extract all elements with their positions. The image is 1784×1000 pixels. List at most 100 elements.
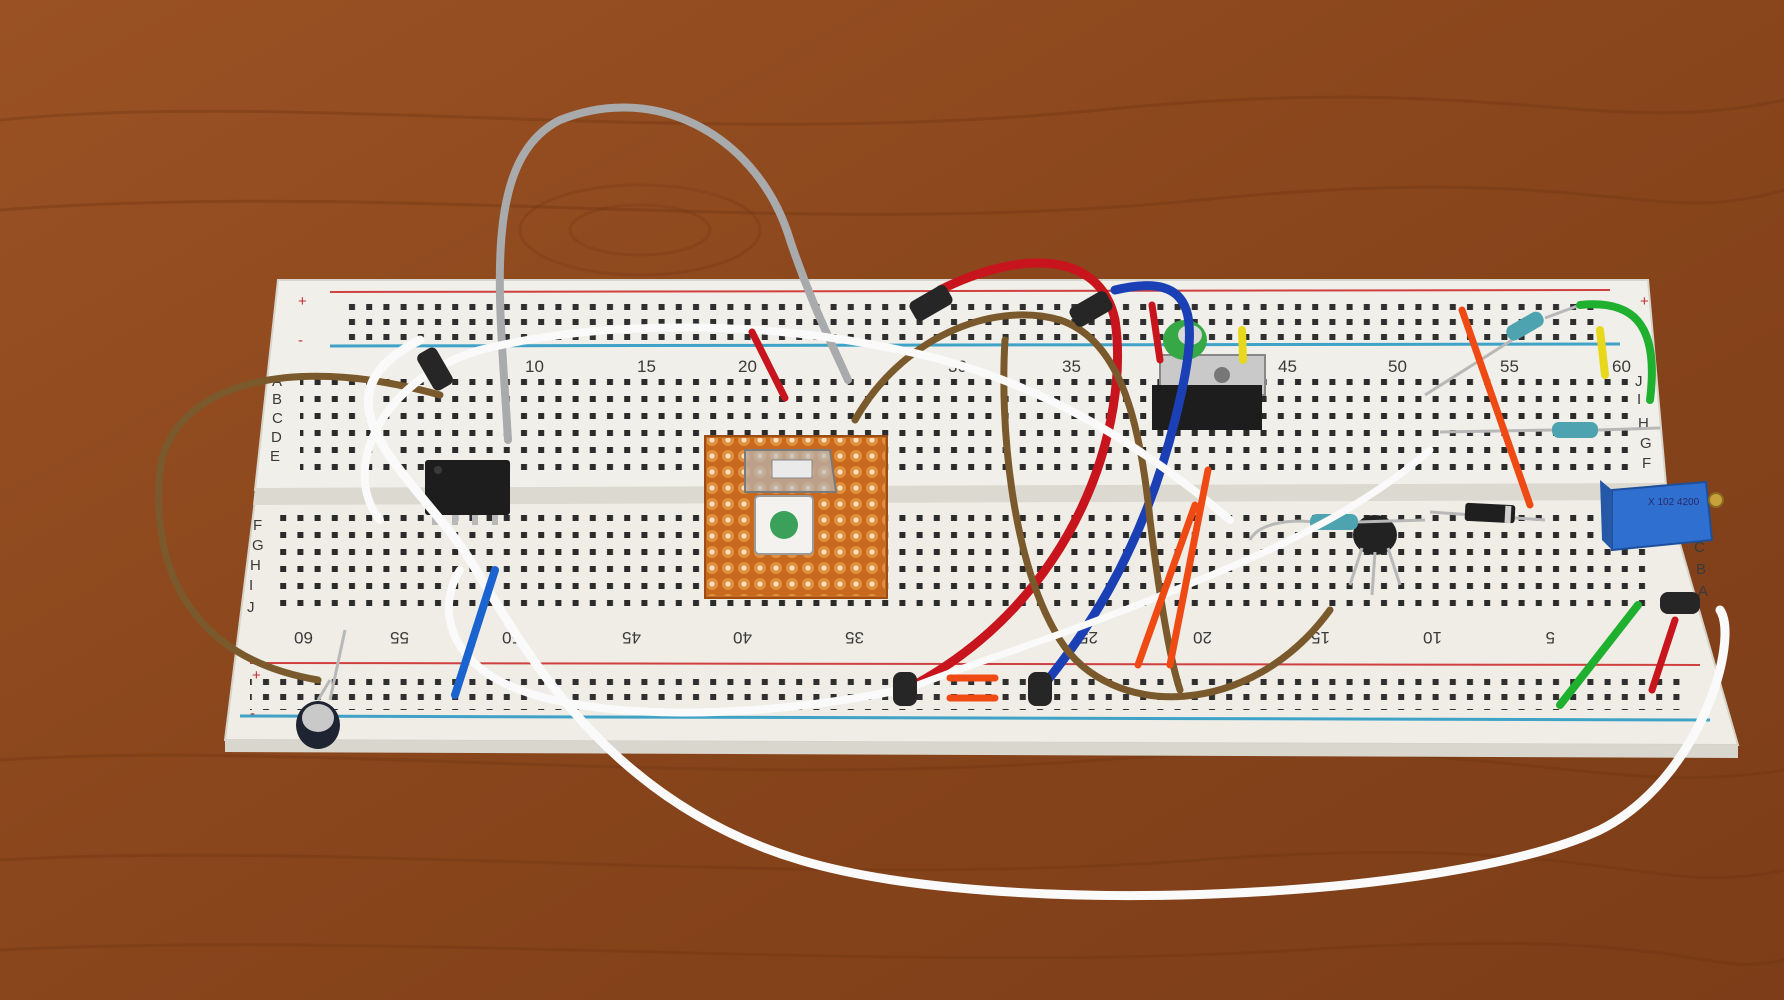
wire-brown-left <box>155 372 444 684</box>
wire-blue-short <box>451 566 499 699</box>
wire-red-short-top <box>748 328 789 402</box>
top-col-label-20: 20 <box>738 357 757 376</box>
wire-yellow-b <box>1596 326 1609 379</box>
top-row-labels-right: J I H G F <box>1635 373 1652 472</box>
rail-sign-minus-bottom: - <box>250 705 255 722</box>
top-rail-holes <box>340 298 1600 340</box>
top-col-label-60: 60 <box>1612 357 1631 376</box>
connector-4 <box>893 672 917 706</box>
electrolytic-capacitor <box>296 629 347 749</box>
bottom-row-label-g: G <box>252 537 264 554</box>
wire-white-top <box>360 323 1234 524</box>
wire-orange-middle-b <box>1134 501 1199 669</box>
wood-grain <box>0 95 1784 966</box>
top-terminal-holes <box>300 372 1630 470</box>
rail-sign-plus-bottom: + <box>252 667 261 684</box>
regulator-body <box>1152 385 1262 430</box>
wire-orange-middle-a <box>1166 466 1212 669</box>
capacitor-top <box>302 704 334 732</box>
transistor-body <box>1353 515 1397 555</box>
top-rail-blue-line <box>329 342 1621 348</box>
bottom-row-label-f: F <box>253 517 262 534</box>
bottom-terminal-holes <box>270 515 1650 617</box>
smd-part <box>771 459 813 479</box>
top-column-labels: 10 15 20 30 35 45 50 55 60 <box>525 357 1631 376</box>
connector-6 <box>1660 592 1700 614</box>
connector-1 <box>417 347 453 391</box>
rail-sign-plus-top-right: + <box>1640 293 1649 310</box>
wire-white-lower <box>444 566 904 717</box>
top-row-label-b: B <box>272 391 282 408</box>
top-row-label-i: I <box>1637 391 1641 408</box>
ic-notch <box>434 466 442 474</box>
wire-green-bottom-right <box>1556 601 1642 709</box>
diode-band <box>1504 505 1512 524</box>
trimmer-marking: X 102 4200 <box>1648 497 1700 508</box>
bottom-row-label-i: I <box>249 577 253 594</box>
bottom-row-label-b: B <box>1696 561 1706 578</box>
breadboard-center-groove <box>253 483 1668 505</box>
voltage-regulator <box>1152 354 1266 430</box>
jumper-wires <box>155 103 1730 901</box>
wire-orange-right <box>1458 306 1534 509</box>
wire-green-top-right <box>1576 300 1656 404</box>
bottom-rail-blue-line <box>239 714 1711 722</box>
bottom-col-label-60: 60 <box>294 628 313 647</box>
top-row-label-c: C <box>272 410 283 427</box>
bottom-col-label-20: 20 <box>1193 628 1212 647</box>
top-col-label-35: 35 <box>1062 357 1081 376</box>
bottom-col-label-55: 55 <box>390 628 409 647</box>
diode-body <box>1464 502 1516 524</box>
bottom-col-label-10: 10 <box>1423 628 1442 647</box>
top-row-label-f: F <box>1642 455 1651 472</box>
bottom-row-labels-left: F G H I J <box>247 517 264 616</box>
wire-brown-lower <box>1000 336 1334 701</box>
wire-grey-arch <box>495 103 852 444</box>
connector-3 <box>1069 291 1113 327</box>
bottom-col-label-35: 35 <box>845 628 864 647</box>
top-row-label-g: G <box>1640 435 1652 452</box>
resistors <box>1248 303 1661 541</box>
wire-brown-middle <box>851 311 1184 694</box>
bottom-col-label-40: 40 <box>733 628 752 647</box>
bottom-row-label-h: H <box>250 557 261 574</box>
wire-red-short-top-2 <box>1148 301 1164 364</box>
resistor-middle-right <box>1439 422 1661 438</box>
ic-body <box>425 460 510 515</box>
pushbutton-cap <box>770 511 798 539</box>
wire-yellow-a <box>1238 326 1247 364</box>
trimmer-screw <box>1708 492 1724 508</box>
bottom-col-label-5: 5 <box>1546 628 1555 647</box>
diode <box>1429 502 1546 524</box>
connector-5 <box>1028 672 1052 706</box>
perfboard-button-module <box>704 435 888 599</box>
rail-sign-minus-top: - <box>298 332 303 349</box>
bottom-col-label-45: 45 <box>622 628 641 647</box>
bottom-row-label-a: A <box>1698 583 1708 600</box>
wire-connectors <box>417 285 1700 706</box>
transistor <box>1348 515 1402 596</box>
bottom-row-label-c: C <box>1694 539 1705 556</box>
wire-red-short-right <box>1648 616 1679 694</box>
top-col-label-15: 15 <box>637 357 656 376</box>
top-col-label-45: 45 <box>1278 357 1297 376</box>
trimmer-potentiometer: X 102 4200 <box>1600 480 1724 552</box>
trimmer-top <box>1600 480 1612 550</box>
wire-blue <box>1035 281 1194 695</box>
top-rail-red-line <box>329 289 1611 293</box>
top-col-label-50: 50 <box>1388 357 1407 376</box>
wire-red <box>900 258 1122 695</box>
top-col-label-55: 55 <box>1500 357 1519 376</box>
top-row-label-d: D <box>271 429 282 446</box>
rail-sign-plus-top: + <box>298 293 307 310</box>
trimmer-body <box>1611 480 1714 552</box>
regulator-tab-hole <box>1214 367 1230 383</box>
top-row-label-e: E <box>270 448 280 465</box>
top-row-label-j: J <box>1635 373 1643 390</box>
bottom-row-label-j: J <box>247 599 255 616</box>
wire-white-right <box>901 446 1434 694</box>
resistor-top-right <box>1424 303 1581 397</box>
top-row-label-h: H <box>1638 415 1649 432</box>
top-col-label-10: 10 <box>525 357 544 376</box>
